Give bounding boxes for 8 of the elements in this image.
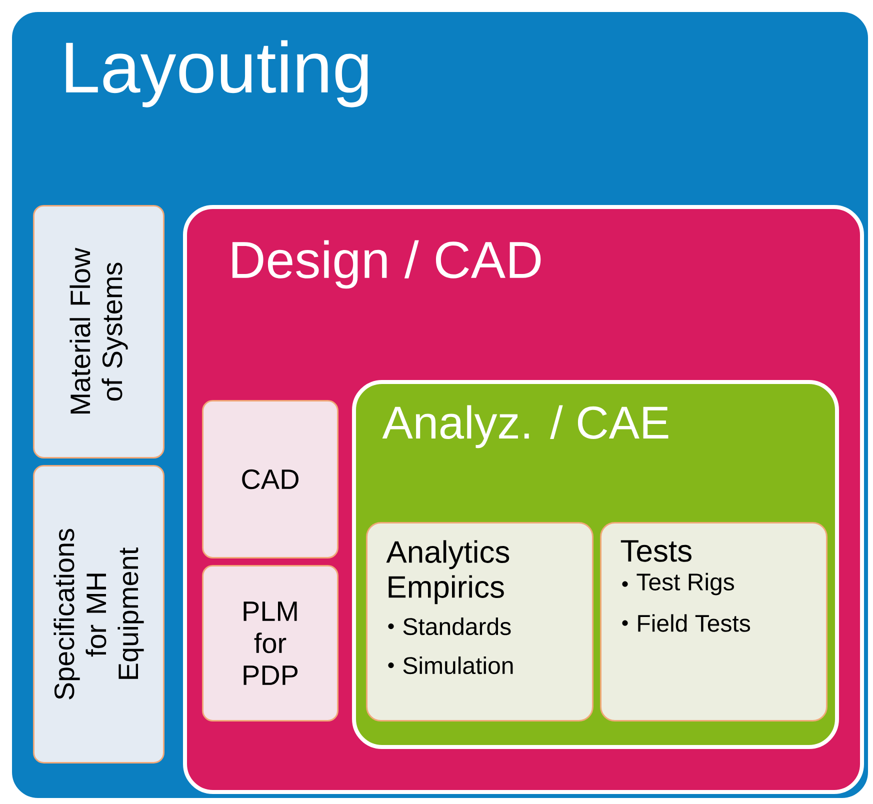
bullet-item: Test Rigs xyxy=(622,572,734,596)
bullet-item: Field Tests xyxy=(622,614,750,632)
text-box: Material Flow of Systems xyxy=(33,205,164,458)
bullet-item: Simulation xyxy=(388,656,513,674)
text-box: CAD xyxy=(202,400,338,558)
text-box: PLM for PDP xyxy=(202,565,338,722)
bullet-item: Standards xyxy=(388,618,511,636)
text-box: Specifications for MH Equipment xyxy=(33,465,164,764)
